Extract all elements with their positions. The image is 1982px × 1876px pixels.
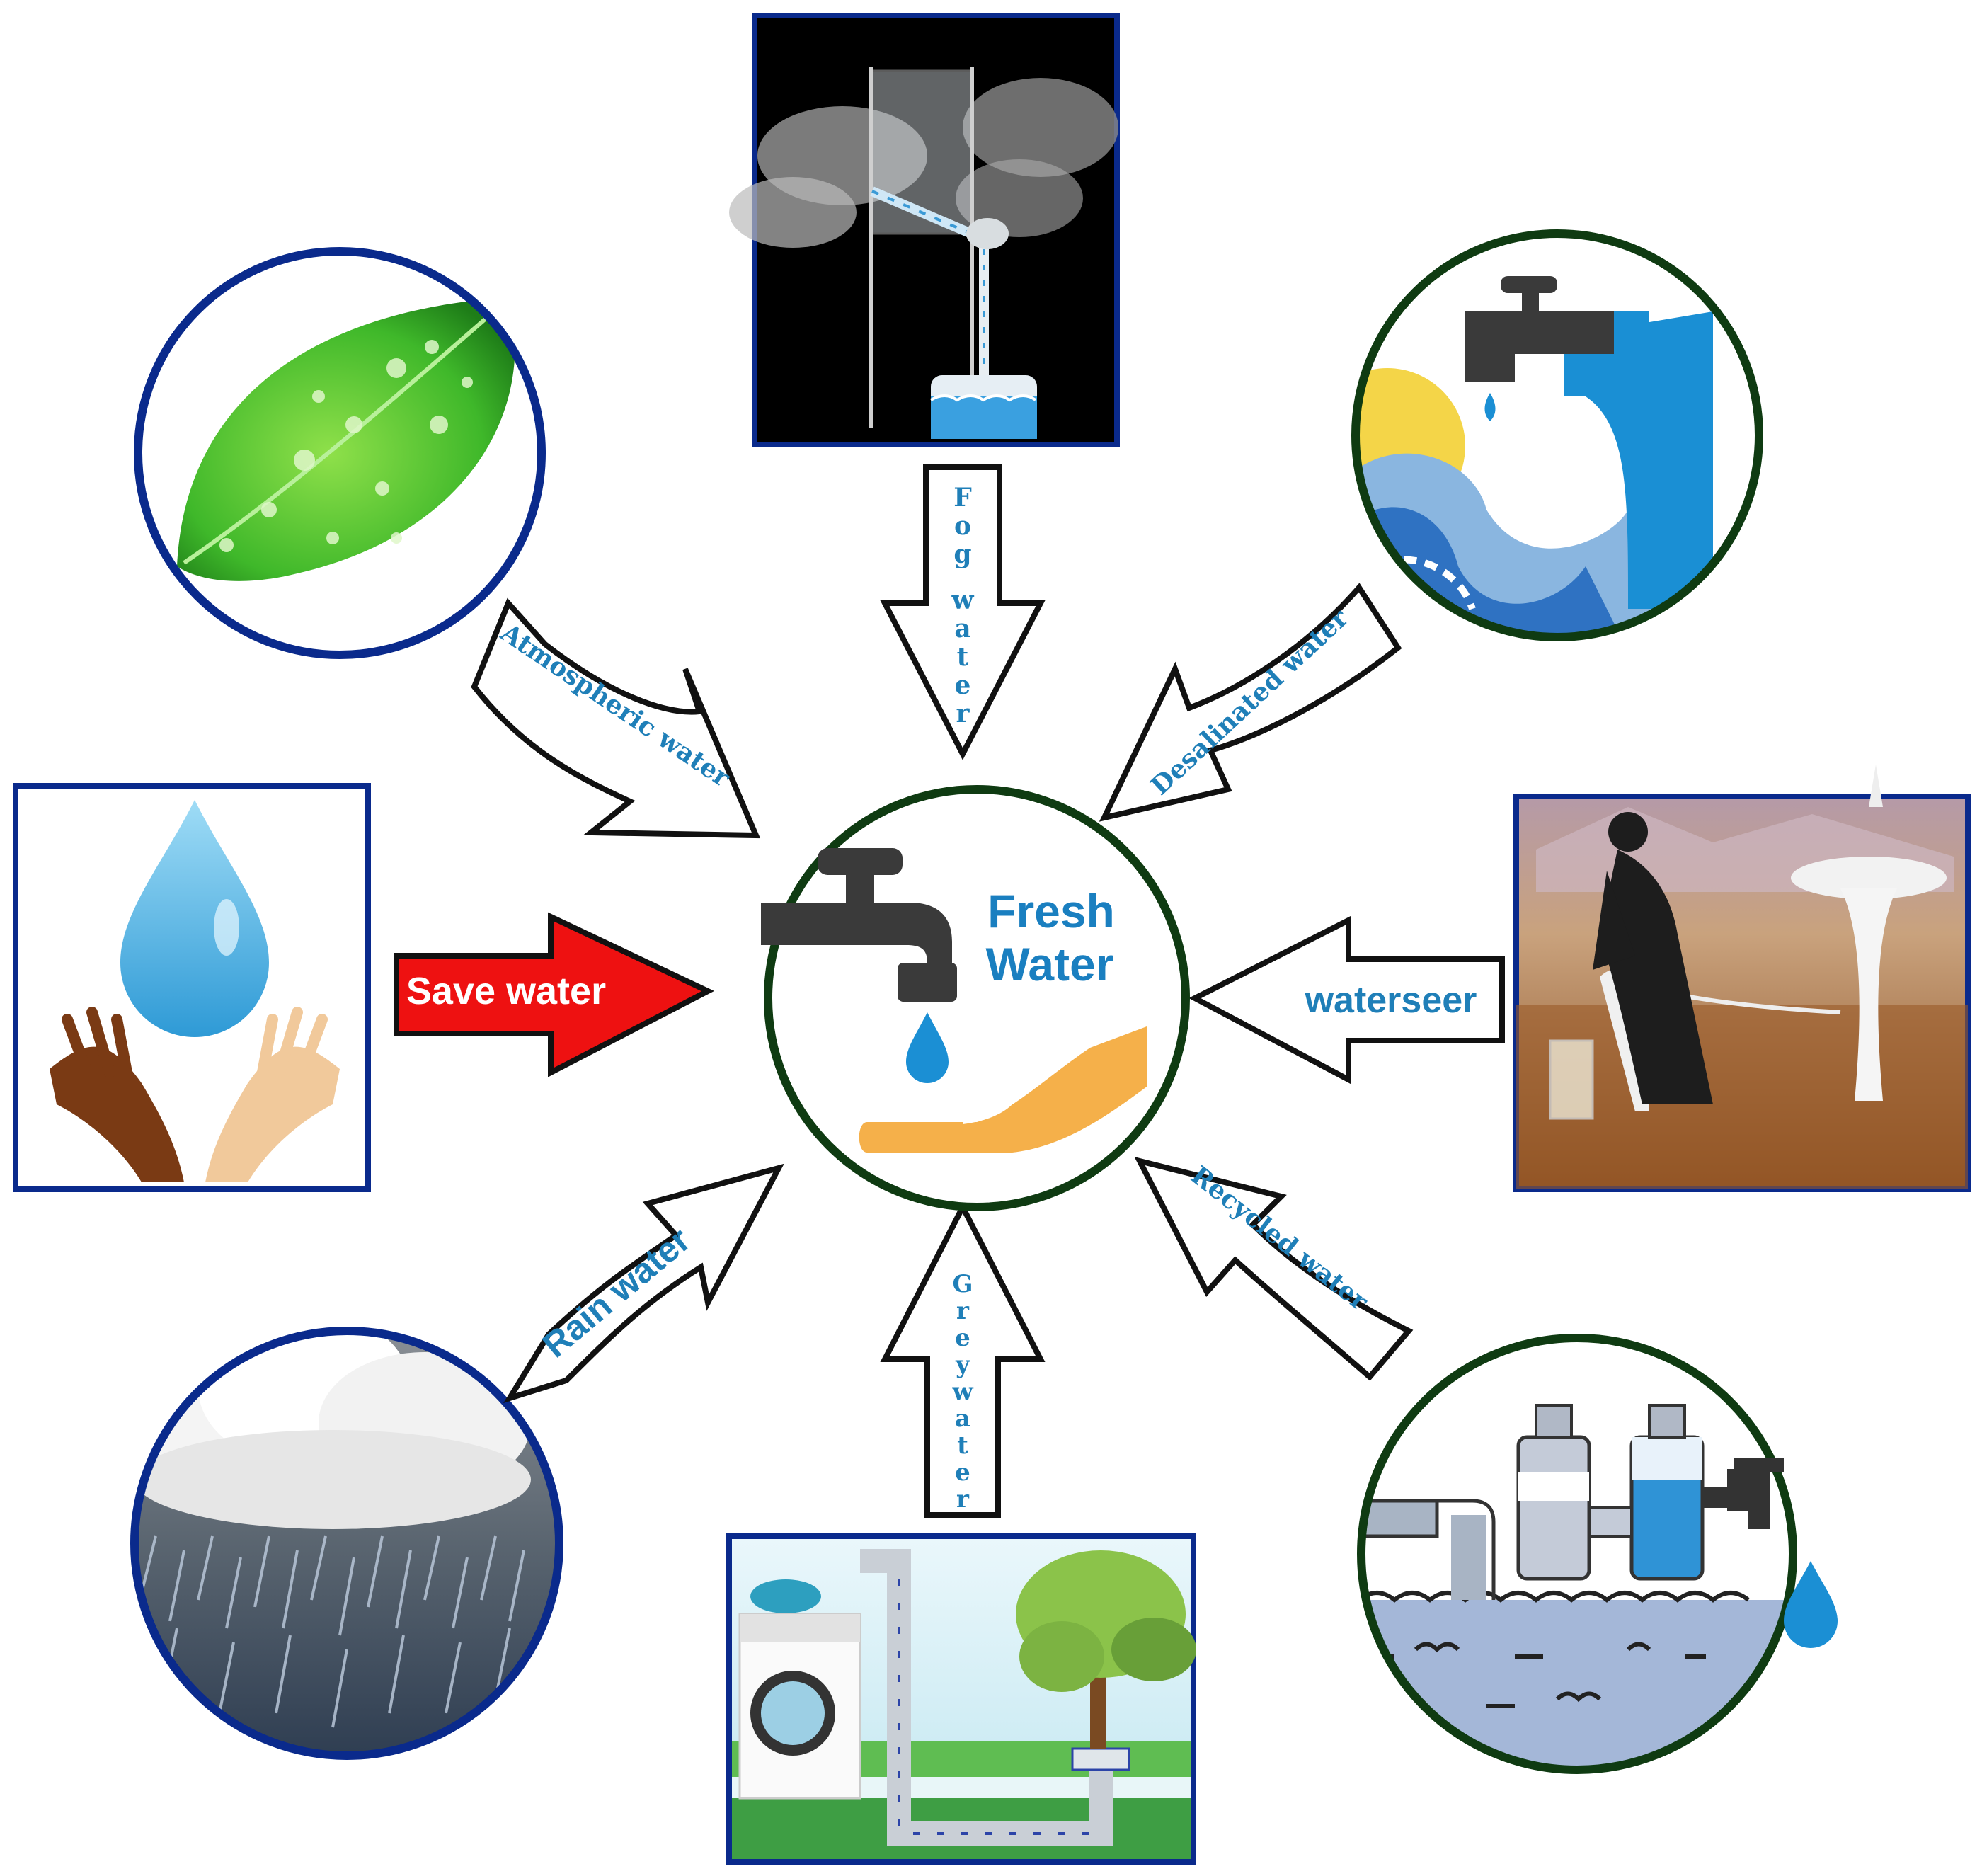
fog-letter: r (956, 699, 970, 728)
fog-letter: e (955, 670, 971, 700)
waterseer-panel (1513, 765, 1971, 1192)
fog-letter: t (957, 642, 969, 672)
leaf-with-droplets-icon (177, 297, 515, 581)
drop-with-hands-icon (50, 800, 340, 1182)
desal-tap-icon (1465, 276, 1614, 421)
fog-letter: a (954, 614, 970, 644)
desal-circle-border (1351, 229, 1763, 641)
recycled-panel (1357, 1334, 1838, 1774)
fog-letter: g (953, 539, 971, 569)
waterseer-arrow: waterseer (1188, 915, 1505, 1085)
greywater-arrow: G r e y w a t e r (880, 1201, 1046, 1518)
washing-machine-greywater-icon (732, 1549, 1196, 1859)
fog-letter: F (953, 483, 972, 513)
greywater-letter: e (955, 1324, 970, 1352)
greywater-letter: r (956, 1297, 970, 1325)
save-water-panel (13, 783, 371, 1192)
fog-letter: w (951, 585, 975, 615)
fresh-water-center: Fresh Water (761, 785, 1190, 1211)
fog-water-label: F o g w a t e r (951, 483, 975, 728)
rain-panel (130, 1327, 563, 1760)
leaf-circle-border (134, 247, 546, 659)
fog-collector-icon (729, 67, 1118, 439)
desalinated-water-arrow: Desalinated water (1099, 583, 1402, 822)
rain-cloud-icon (134, 1331, 559, 1756)
save-water-label: Save water (406, 970, 606, 1012)
fog-water-arrow: F o g w a t e r (880, 464, 1046, 760)
save-water-arrow: Save water (394, 912, 715, 1077)
leaf-panel (134, 247, 546, 659)
rain-water-label: Rain water (535, 1220, 698, 1365)
greywater-letter: t (957, 1431, 968, 1460)
rain-water-arrow: Rain water (503, 1163, 784, 1403)
rain-circle-border (130, 1327, 563, 1760)
desalination-panel (1351, 229, 1763, 641)
greywater-letter: w (951, 1378, 973, 1406)
center-title-line1: Fresh (987, 885, 1115, 937)
waterseer-device-icon (1516, 765, 1968, 1189)
atmospheric-water-arrow: Atmospheric water (471, 597, 761, 839)
greywater-panel (726, 1533, 1196, 1865)
fog-collector-panel (729, 13, 1120, 447)
greywater-letter: y (955, 1351, 970, 1379)
recycled-tap-icon (1734, 1458, 1838, 1648)
greywater-letter: e (955, 1458, 970, 1487)
recycled-circle-border (1357, 1334, 1797, 1774)
greywater-letter: r (956, 1485, 970, 1514)
greywater-letter: G (952, 1270, 973, 1298)
fog-letter: o (954, 511, 971, 541)
recycled-water-arrow: Recycled water (1134, 1156, 1414, 1381)
center-title-line2: Water (986, 938, 1114, 990)
tap-drop-hand-icon (761, 848, 1147, 1153)
waterseer-label: waterseer (1305, 980, 1477, 1021)
greywater-letter: a (955, 1405, 970, 1433)
greywater-label: G r e y w a t e r (951, 1270, 973, 1514)
